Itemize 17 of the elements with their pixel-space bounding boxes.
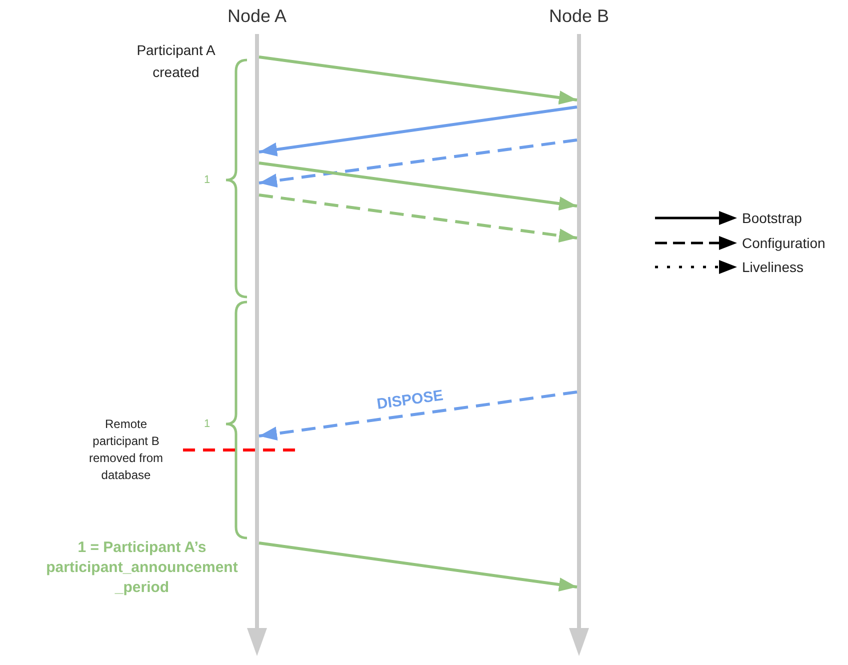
- annotation-text: Participant A created: [136, 41, 216, 82]
- brace-label: 1: [204, 417, 210, 431]
- arrow: [258, 542, 578, 592]
- arrow: [258, 56, 578, 105]
- arrow: [258, 162, 578, 211]
- participant-name: Node A: [227, 5, 287, 28]
- legend-label: Configuration: [742, 234, 826, 252]
- arrow: [258, 106, 578, 156]
- annotation-text: Remote participant B removed from database: [88, 416, 164, 484]
- participant-name: Node B: [548, 5, 610, 28]
- dashed-arrow: [258, 138, 578, 188]
- brace-label: 1: [204, 173, 210, 187]
- dashed-arrow: [258, 390, 578, 440]
- dashed-arrow: [258, 194, 578, 243]
- legend-label: Bootstrap: [742, 209, 802, 227]
- legend-label: Liveliness: [742, 258, 804, 276]
- footnote-text: 1 = Participant A’s participant_announcement _period: [45, 538, 239, 598]
